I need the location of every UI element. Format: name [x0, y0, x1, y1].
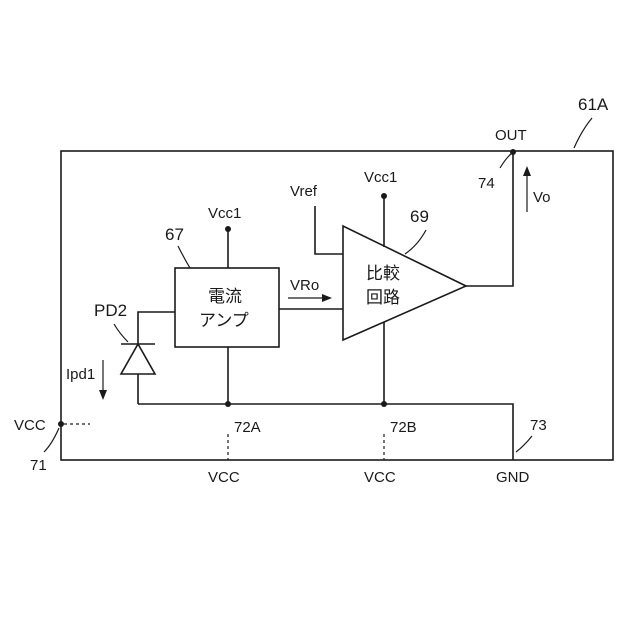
pd2-label: PD2: [94, 301, 127, 320]
comparator-triangle: [343, 226, 466, 340]
comparator-label-line2: 回路: [366, 288, 400, 308]
vro-arrow-head: [322, 294, 332, 302]
ref-67-label: 67: [165, 225, 184, 244]
vcc-bottom-b-label: VCC: [364, 469, 396, 486]
vo-label: Vo: [533, 189, 551, 206]
pd2-diode-triangle: [121, 344, 155, 374]
gnd-wire: [138, 404, 513, 460]
node-71-leader: [44, 428, 59, 452]
node-71-label: 71: [30, 457, 47, 474]
node-72b-label: 72B: [390, 419, 417, 436]
vcc-bottom-a-label: VCC: [208, 469, 240, 486]
module-outline: [61, 151, 613, 460]
node-72a-label: 72A: [234, 419, 261, 436]
node-72b-junction: [381, 401, 387, 407]
output-wire: [466, 152, 513, 286]
ref-69-label: 69: [410, 207, 429, 226]
amp-vcc1-label: Vcc1: [208, 205, 241, 222]
node-73-leader: [516, 436, 532, 452]
current-amp-label-line1: 電流: [208, 287, 242, 307]
vro-label: VRo: [290, 277, 319, 294]
vcc-left-label: VCC: [14, 417, 46, 434]
node-71-terminal: [58, 421, 64, 427]
vref-label: Vref: [290, 183, 318, 200]
module-ref-leader: [574, 118, 592, 148]
ipd1-label: Ipd1: [66, 366, 95, 383]
ref-67-leader: [178, 246, 190, 268]
vo-arrow-head: [523, 166, 531, 176]
comparator-label-line1: 比較: [366, 264, 400, 284]
vref-wire: [315, 206, 343, 254]
module-ref-label: 61A: [578, 95, 609, 114]
node-74-label: 74: [478, 175, 495, 192]
out-label: OUT: [495, 127, 527, 144]
gnd-label: GND: [496, 469, 530, 486]
ref-69-leader: [405, 230, 426, 254]
current-amp-box: [175, 268, 279, 347]
current-amp-label-line2: アンプ: [199, 311, 249, 331]
comparator-vcc1-label: Vcc1: [364, 169, 397, 186]
pd2-leader: [114, 324, 128, 342]
node-74-leader: [500, 153, 512, 168]
node-72a-junction: [225, 401, 231, 407]
ipd1-arrow-head: [99, 390, 107, 400]
pd2-top-wire: [138, 312, 175, 344]
node-73-label: 73: [530, 417, 547, 434]
